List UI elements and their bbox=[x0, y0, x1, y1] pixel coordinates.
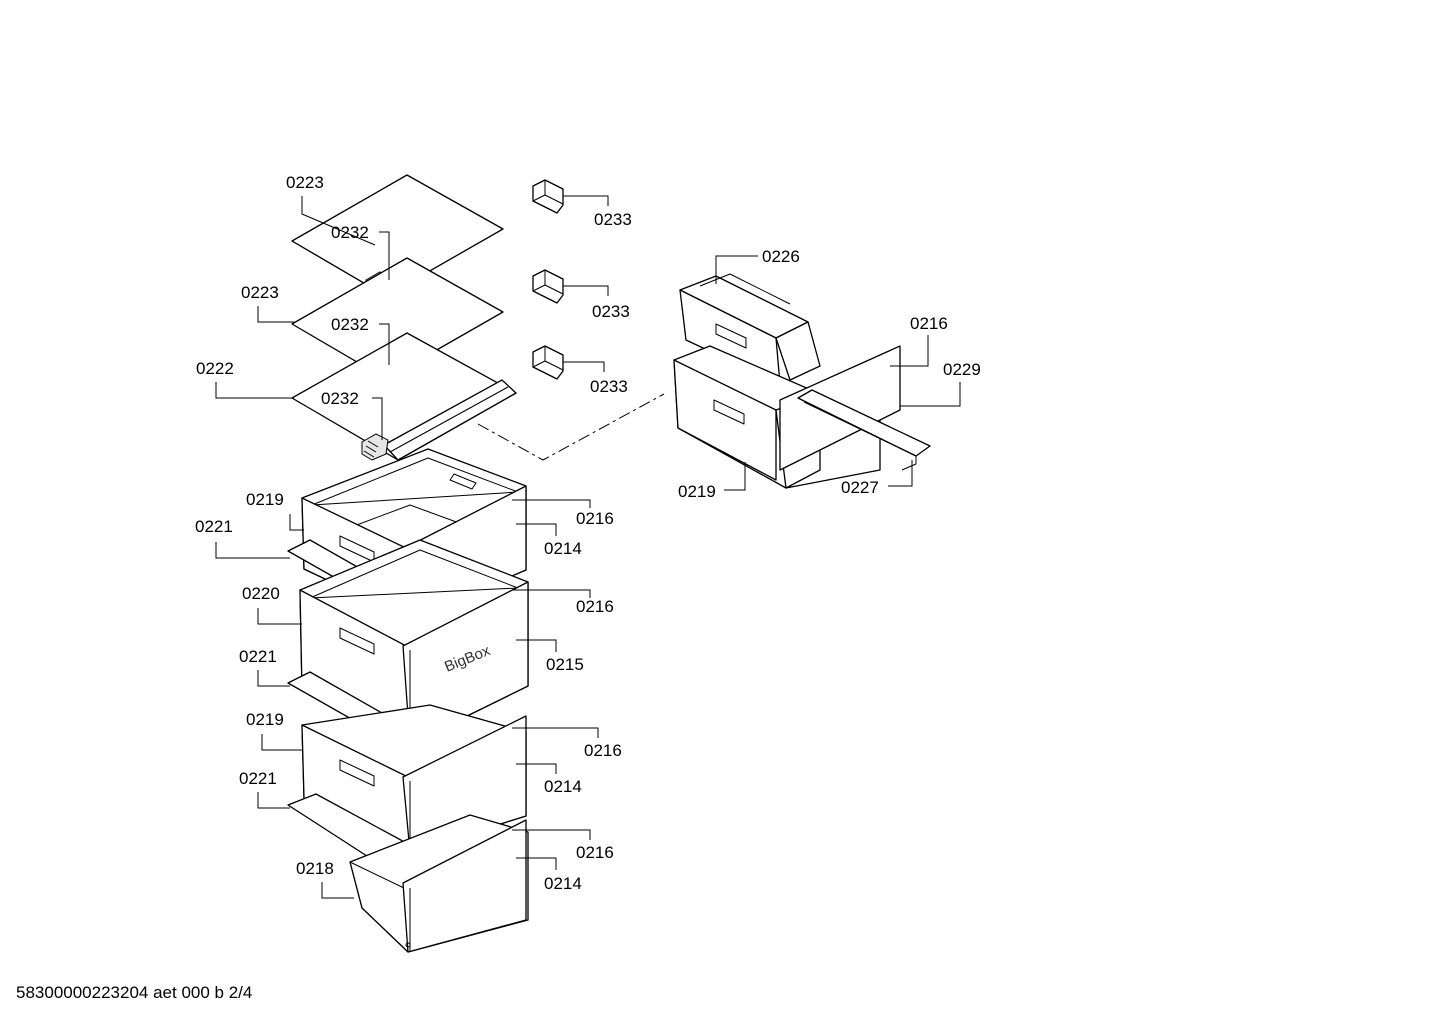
rail-0227 bbox=[797, 389, 931, 471]
shelf-bracket-1 bbox=[532, 179, 564, 214]
label-0216-lower: 0216 bbox=[584, 741, 622, 760]
label-0223-top: 0223 bbox=[286, 173, 324, 192]
label-0214-bottom: 0214 bbox=[544, 874, 582, 893]
shelf-bracket-2 bbox=[532, 269, 564, 304]
label-0220: 0220 bbox=[242, 584, 280, 603]
label-0233-2: 0233 bbox=[592, 302, 630, 321]
assembly-indication-line bbox=[477, 393, 665, 461]
label-0222: 0222 bbox=[196, 359, 234, 378]
label-0218: 0218 bbox=[296, 859, 334, 878]
label-0219-upper: 0219 bbox=[246, 490, 284, 509]
label-0219-right: 0219 bbox=[678, 482, 716, 501]
label-0233-1: 0233 bbox=[594, 210, 632, 229]
label-0232-lower: 0232 bbox=[321, 389, 359, 408]
label-0215: 0215 bbox=[546, 655, 584, 674]
label-0227: 0227 bbox=[841, 478, 879, 497]
label-0216-bigbox: 0216 bbox=[576, 597, 614, 616]
glass-shelf-lower-with-rail bbox=[291, 332, 517, 461]
label-0221-upper: 0221 bbox=[195, 517, 233, 536]
drawer-bigbox: BigBox bbox=[299, 539, 529, 745]
label-0216-upper: 0216 bbox=[576, 509, 614, 528]
label-0232-middle: 0232 bbox=[331, 315, 369, 334]
label-0214-upper: 0214 bbox=[544, 539, 582, 558]
leader-lines bbox=[215, 195, 961, 899]
label-0214-lower: 0214 bbox=[544, 777, 582, 796]
label-0221-middle: 0221 bbox=[239, 647, 277, 666]
label-0216-bottom: 0216 bbox=[576, 843, 614, 862]
label-0229: 0229 bbox=[943, 360, 981, 379]
label-0232-top: 0232 bbox=[331, 223, 369, 242]
label-0223-middle: 0223 bbox=[241, 283, 279, 302]
label-0226: 0226 bbox=[762, 247, 800, 266]
label-0219-lower: 0219 bbox=[246, 710, 284, 729]
shelf-bracket-3 bbox=[532, 345, 564, 380]
drawing-reference-footer: 58300000223204 aet 000 b 2/4 bbox=[16, 983, 252, 1002]
ice-container-0226 bbox=[679, 273, 821, 385]
glass-shelf-middle bbox=[291, 257, 504, 380]
drawer-bottom bbox=[349, 814, 529, 953]
label-0216-right: 0216 bbox=[910, 314, 948, 333]
shelf-clip-lower bbox=[361, 433, 389, 461]
label-0233-3: 0233 bbox=[590, 377, 628, 396]
label-0221-lower: 0221 bbox=[239, 769, 277, 788]
